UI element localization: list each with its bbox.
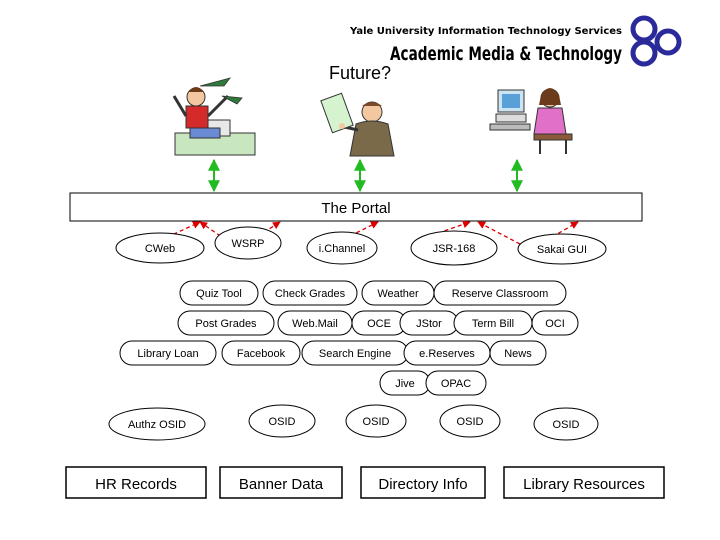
sakai-gui-label: Sakai GUI (537, 244, 587, 256)
opac-label: OPAC (441, 378, 471, 390)
facebook-label: Facebook (237, 348, 286, 360)
circles-logo-icon (630, 15, 682, 67)
node-osid-2: OSID (345, 404, 407, 438)
post-grades-label: Post Grades (195, 318, 257, 330)
portal-label: The Portal (321, 200, 390, 217)
user-links (208, 158, 523, 193)
osid-4-label: OSID (553, 419, 580, 431)
node-osid-3: OSID (439, 404, 501, 438)
ichannel-label: i.Channel (319, 243, 365, 255)
data-sources: HR Records Banner Data Directory Info Li… (65, 466, 665, 499)
node-webmail: Web.Mail (277, 310, 353, 336)
jstor-label: JStor (416, 318, 442, 330)
org-name: Yale University Information Technology S… (349, 26, 622, 37)
node-directory-info: Directory Info (360, 466, 486, 499)
term-bill-label: Term Bill (472, 318, 514, 330)
node-sakai-gui: Sakai GUI (517, 233, 607, 265)
dept-name: Academic Media & Technology (390, 43, 622, 65)
node-wsrp: WSRP (214, 226, 282, 260)
node-oce: OCE (351, 310, 407, 336)
wsrp-label: WSRP (232, 238, 265, 250)
node-jive: Jive (379, 370, 431, 396)
node-term-bill: Term Bill (453, 310, 533, 336)
header: Yale University Information Technology S… (349, 15, 682, 67)
node-post-grades: Post Grades (177, 310, 275, 336)
node-weather: Weather (361, 280, 435, 306)
node-jstor: JStor (399, 310, 459, 336)
reserve-classroom-label: Reserve Classroom (452, 288, 549, 300)
osid-2-label: OSID (363, 416, 390, 428)
weather-label: Weather (377, 288, 419, 300)
node-opac: OPAC (425, 370, 487, 396)
node-banner-data: Banner Data (219, 466, 343, 499)
osid-1-label: OSID (269, 416, 296, 428)
node-jsr168: JSR-168 (410, 230, 498, 266)
check-grades-label: Check Grades (275, 288, 346, 300)
node-hr-records: HR Records (65, 466, 207, 499)
node-check-grades: Check Grades (262, 280, 358, 306)
node-osid-4: OSID (533, 407, 599, 441)
node-authz-osid: Authz OSID (108, 407, 206, 441)
node-osid-1: OSID (248, 404, 316, 438)
jive-label: Jive (395, 378, 415, 390)
node-reserve-classroom: Reserve Classroom (433, 280, 567, 306)
page-title: Future? (329, 63, 391, 83)
node-news: News (489, 340, 547, 366)
search-engine-label: Search Engine (319, 348, 391, 360)
node-oci: OCI (531, 310, 579, 336)
osid-layer: Authz OSID OSID OSID OSID OSID (108, 404, 599, 441)
oce-label: OCE (367, 318, 391, 330)
news-label: News (504, 348, 532, 360)
hr-records-label: HR Records (95, 476, 177, 493)
node-search-engine: Search Engine (301, 340, 409, 366)
cweb-label: CWeb (145, 243, 175, 255)
node-ichannel: i.Channel (306, 231, 378, 265)
quiz-tool-label: Quiz Tool (196, 288, 242, 300)
node-cweb: CWeb (115, 232, 205, 264)
library-loan-label: Library Loan (137, 348, 198, 360)
services: Quiz Tool Check Grades Weather Reserve C… (119, 280, 579, 396)
portal-bar: The Portal (69, 192, 643, 222)
library-resources-label: Library Resources (523, 476, 645, 493)
webmail-label: Web.Mail (292, 318, 338, 330)
node-library-loan: Library Loan (119, 340, 217, 366)
node-quiz-tool: Quiz Tool (179, 280, 259, 306)
osid-3-label: OSID (457, 416, 484, 428)
banner-data-label: Banner Data (239, 476, 324, 493)
node-library-resources: Library Resources (503, 466, 665, 499)
ereserves-label: e.Reserves (419, 348, 475, 360)
node-facebook: Facebook (221, 340, 301, 366)
professor-presenting-icon (320, 92, 395, 157)
directory-info-label: Directory Info (378, 476, 467, 493)
jsr168-label: JSR-168 (433, 243, 476, 255)
authz-osid-label: Authz OSID (128, 419, 186, 431)
presentation-layer: CWeb WSRP i.Channel JSR-168 Sakai GUI (115, 226, 607, 266)
staff-at-computer-icon (489, 88, 573, 154)
student-reading-icon (172, 77, 256, 156)
node-ereserves: e.Reserves (403, 340, 491, 366)
oci-label: OCI (545, 318, 565, 330)
